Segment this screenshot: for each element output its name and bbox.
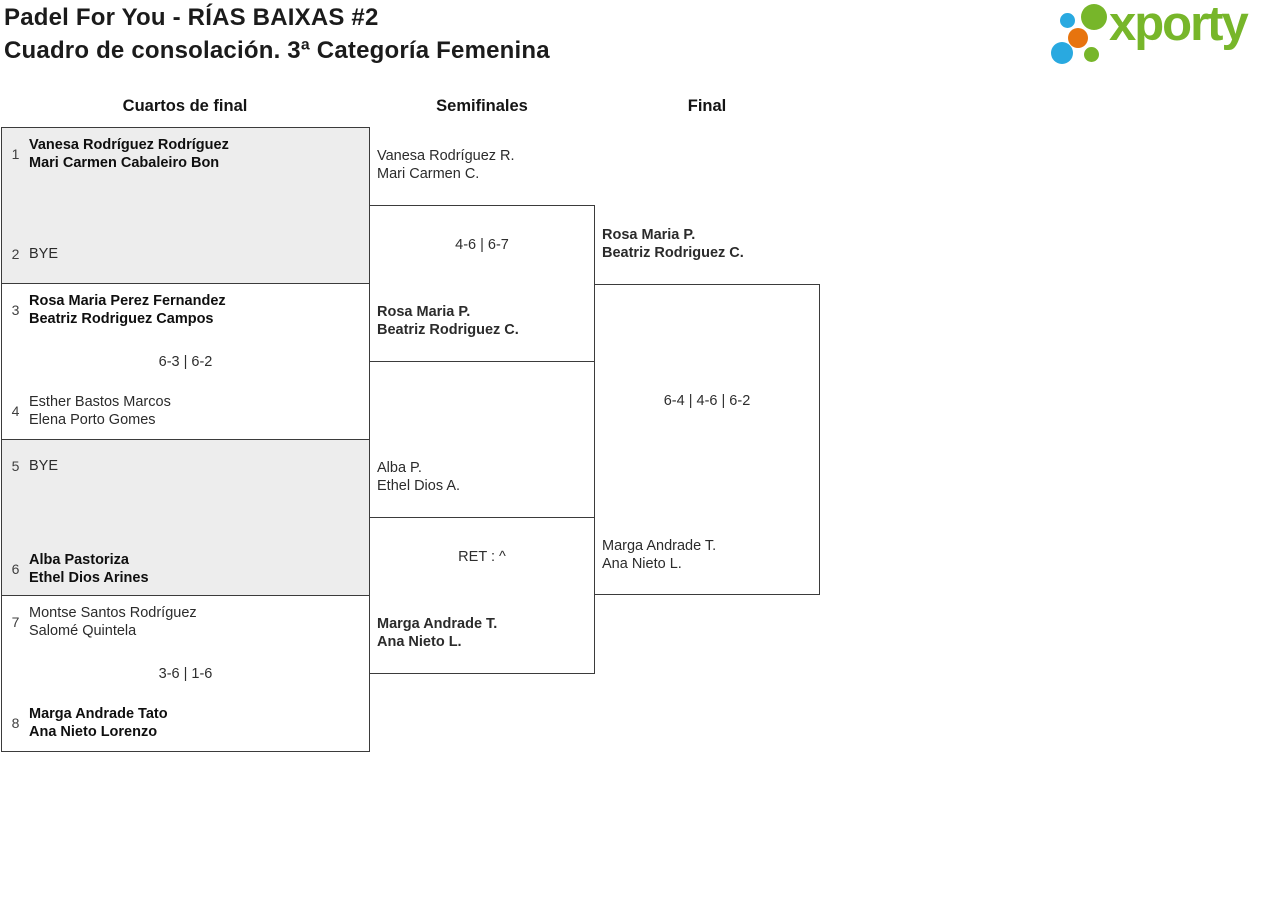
- match-qf3: 5 BYE 6 Alba Pastoriza Ethel Dios Arines: [1, 439, 370, 596]
- match-score: 4-6 | 6-7: [455, 237, 509, 253]
- seed-number: 4: [11, 403, 20, 419]
- xporty-logo[interactable]: xporty: [1048, 0, 1278, 74]
- logo-dot-icon: [1051, 42, 1073, 64]
- team-entry: 2 BYE: [2, 245, 369, 263]
- seed-number: 8: [11, 715, 20, 731]
- logo-wordmark: xporty: [1109, 0, 1249, 51]
- team-names: Vanesa Rodríguez R. Mari Carmen C.: [377, 148, 515, 182]
- team-names: BYE: [29, 458, 59, 474]
- seed-number: 1: [11, 146, 20, 162]
- match-final: 6-4 | 4-6 | 6-2: [594, 284, 820, 595]
- logo-dot-icon: [1084, 47, 1099, 62]
- team-names: Montse Santos Rodríguez Salomé Quintela: [29, 605, 197, 639]
- logo-dot-icon: [1060, 13, 1075, 28]
- team-names: Rosa Maria P. Beatriz Rodriguez C.: [602, 227, 744, 261]
- team-entry: 1 Vanesa Rodríguez Rodríguez Mari Carmen…: [2, 136, 369, 172]
- page-title-line2: Cuadro de consolación. 3ª Categoría Feme…: [4, 37, 550, 64]
- team-names: Vanesa Rodríguez Rodríguez Mari Carmen C…: [29, 137, 229, 171]
- team-names: Alba Pastoriza Ethel Dios Arines: [29, 552, 149, 586]
- logo-dot-icon: [1081, 4, 1107, 30]
- team-names: Marga Andrade Tato Ana Nieto Lorenzo: [29, 706, 168, 740]
- match-qf1: 1 Vanesa Rodríguez Rodríguez Mari Carmen…: [1, 127, 370, 284]
- match-qf2: 3 Rosa Maria Perez Fernandez Beatriz Rod…: [1, 283, 370, 440]
- team-entry: 8 Marga Andrade Tato Ana Nieto Lorenzo: [2, 705, 369, 741]
- seed-number: 6: [11, 561, 20, 577]
- match-sf2: RET : ^: [369, 517, 595, 674]
- team-names: Marga Andrade T. Ana Nieto L.: [377, 616, 498, 650]
- match-score: 3-6 | 1-6: [158, 666, 213, 682]
- match-score: 6-4 | 4-6 | 6-2: [663, 393, 751, 409]
- round-header-final: Final: [687, 97, 727, 115]
- team-entry: 4 Esther Bastos Marcos Elena Porto Gomes: [2, 393, 369, 429]
- seed-number: 5: [11, 458, 20, 474]
- seed-number: 7: [11, 614, 20, 630]
- page-title-line1: Padel For You - RÍAS BAIXAS #2: [4, 4, 379, 31]
- team-names: Esther Bastos Marcos Elena Porto Gomes: [29, 394, 171, 428]
- match-sf1: 4-6 | 6-7: [369, 205, 595, 362]
- team-names: Alba P. Ethel Dios A.: [377, 460, 461, 494]
- team-names: Rosa Maria P. Beatriz Rodriguez C.: [377, 304, 519, 338]
- page-title: Padel For You - RÍAS BAIXAS #2 Cuadro de…: [4, 1, 550, 67]
- round-header-semifinales: Semifinales: [436, 97, 528, 115]
- team-names: Rosa Maria Perez Fernandez Beatriz Rodri…: [29, 293, 226, 327]
- team-entry: 6 Alba Pastoriza Ethel Dios Arines: [2, 551, 369, 587]
- seed-number: 3: [11, 302, 20, 318]
- seed-number: 2: [11, 246, 20, 262]
- team-names: BYE: [29, 246, 59, 262]
- match-score: 6-3 | 6-2: [158, 354, 213, 370]
- match-score: RET : ^: [458, 549, 506, 565]
- team-entry: 7 Montse Santos Rodríguez Salomé Quintel…: [2, 604, 369, 640]
- team-names: Marga Andrade T. Ana Nieto L.: [602, 538, 717, 572]
- match-qf4: 7 Montse Santos Rodríguez Salomé Quintel…: [1, 595, 370, 752]
- team-entry: 3 Rosa Maria Perez Fernandez Beatriz Rod…: [2, 292, 369, 328]
- round-header-cuartos: Cuartos de final: [122, 97, 248, 115]
- team-entry: 5 BYE: [2, 457, 369, 475]
- logo-dot-icon: [1068, 28, 1088, 48]
